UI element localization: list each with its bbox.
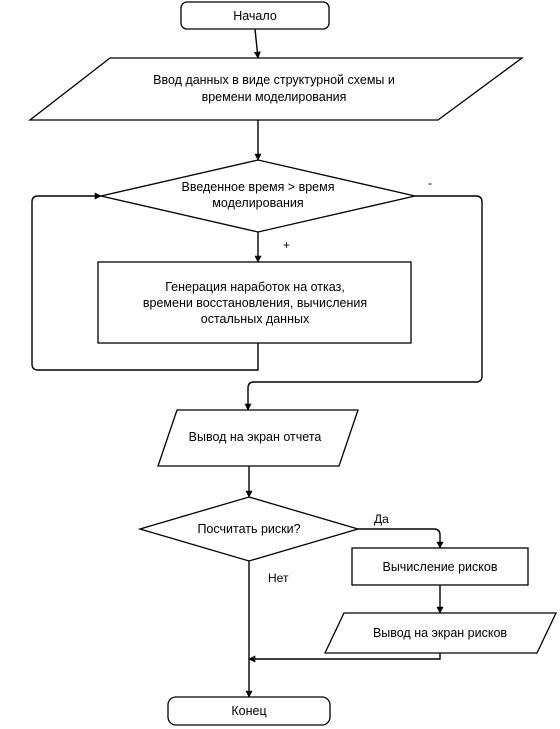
node-generate-label-2: времени восстановления, вычисления (143, 296, 367, 310)
node-input: Ввод данных в виде структурной схемы и в… (28, 57, 524, 121)
edge-generate-loop-back (31, 192, 259, 371)
node-end-label: Конец (231, 704, 266, 718)
node-show-risks-label: Вывод на экран рисков (373, 626, 507, 640)
node-generate-label-3: остальных данных (201, 312, 310, 326)
node-time-check-label-1: Введенное время > время (181, 180, 334, 194)
edge-label-no: Нет (268, 571, 289, 585)
node-calc-risks: Вычисление рисков (351, 547, 529, 586)
node-show-risks: Вывод на экран рисков (323, 612, 558, 654)
node-report: Вывод на экран отчета (157, 409, 359, 467)
edge-time-check-to-report (244, 195, 483, 411)
node-generate-label-1: Генерация наработок на отказ, (165, 280, 345, 294)
node-input-label-1: Ввод данных в виде структурной схемы и (153, 73, 395, 87)
node-start: Начало (180, 1, 330, 30)
node-start-label: Начало (233, 9, 277, 23)
node-time-check: Введенное время > время моделирования (100, 159, 416, 233)
edge-label-yes: Да (374, 512, 389, 526)
edge-risk-check-yes (358, 528, 444, 549)
edge-label-plus: + (283, 238, 290, 252)
node-time-check-label-2: моделирования (212, 196, 303, 210)
edge-label-minus: - (428, 176, 432, 190)
node-risk-check-label: Посчитать риски? (197, 522, 300, 536)
node-input-label-2: времени моделирования (202, 90, 347, 104)
edge-show-risks-to-end-line (248, 653, 441, 663)
node-generate: Генерация наработок на отказ, времени во… (97, 261, 412, 344)
node-calc-risks-label: Вычисление рисков (382, 560, 497, 574)
edge-start-to-input (253, 28, 261, 59)
node-risk-check: Посчитать риски? (137, 496, 361, 562)
node-end: Конец (167, 696, 331, 726)
node-report-label: Вывод на экран отчета (189, 430, 322, 444)
